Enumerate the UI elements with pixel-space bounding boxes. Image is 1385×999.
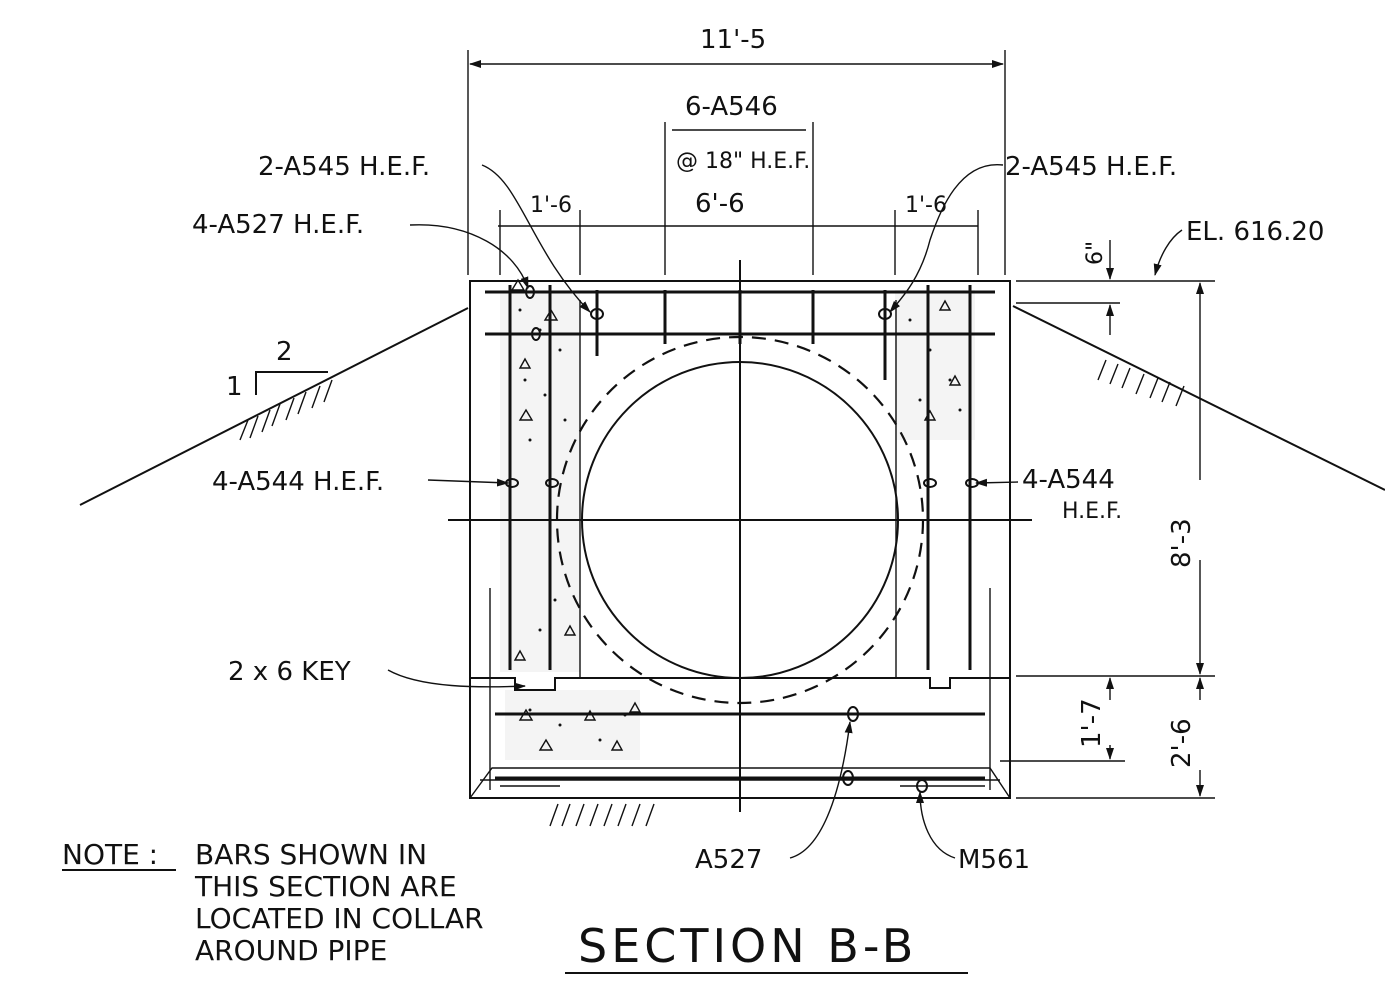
elevation-label: EL. 616.20: [1186, 217, 1324, 247]
title-block: SECTION B-B: [565, 919, 968, 974]
note-line-3: LOCATED IN COLLAR: [195, 902, 484, 935]
bar-a546-spacing-label: @ 18" H.E.F.: [676, 149, 810, 174]
bar-a527-hef-label: 4-A527 H.E.F.: [192, 210, 364, 240]
slope-indicator: 1 2: [226, 337, 328, 402]
dim-heights: 8'-3 2'-6 1'-7: [1000, 282, 1215, 799]
pipe: [448, 260, 1032, 812]
right-callouts: 2-A545 H.E.F. 4-A544 H.E.F.: [889, 152, 1177, 524]
bar-a545-left-label: 2-A545 H.E.F.: [258, 152, 430, 182]
note-block: NOTE : BARS SHOWN IN THIS SECTION ARE LO…: [62, 838, 484, 967]
dim-center-span: 6-A546 @ 18" H.E.F. 6'-6 1'-6 1'-6: [498, 92, 979, 275]
note-heading: NOTE :: [62, 838, 158, 871]
dim-height-base-label: 2'-6: [1167, 718, 1197, 768]
key-label: 2 x 6 KEY: [228, 657, 351, 687]
bar-a546-label: 6-A546: [685, 92, 778, 122]
ground-lines: [79, 305, 1385, 827]
slope-rise: 1: [226, 372, 243, 402]
note-line-1: BARS SHOWN IN: [195, 838, 427, 871]
bar-a545-right-label: 2-A545 H.E.F.: [1005, 152, 1177, 182]
dim-overall-width-label: 11'-5: [700, 25, 766, 55]
dim-center-span-label: 6'-6: [695, 189, 745, 219]
slope-run: 2: [276, 337, 293, 367]
elevation-callout: EL. 616.20 6": [1016, 217, 1324, 335]
dim-left-side-label: 1'-6: [530, 193, 572, 218]
bar-m561-label: M561: [958, 845, 1030, 875]
concrete-fill: [500, 278, 975, 760]
note-line-2: THIS SECTION ARE: [194, 870, 457, 903]
dim-height-main-label: 8'-3: [1167, 518, 1197, 568]
section-title: SECTION B-B: [578, 919, 917, 973]
bar-a527-label: A527: [695, 845, 762, 875]
note-line-4: AROUND PIPE: [195, 934, 387, 967]
bottom-callouts: A527 M561: [695, 721, 1030, 875]
dim-base-slab-label: 1'-7: [1077, 698, 1107, 748]
bar-a544-right-label-1: 4-A544: [1022, 465, 1115, 495]
bar-a544-left-label: 4-A544 H.E.F.: [212, 467, 384, 497]
left-callouts: 2-A545 H.E.F. 4-A527 H.E.F. 4-A544 H.E.F…: [192, 152, 591, 691]
dim-overall-width: 11'-5: [467, 25, 1006, 275]
dim-top-offset-label: 6": [1083, 241, 1108, 265]
bar-a544-right-label-2: H.E.F.: [1062, 499, 1122, 524]
